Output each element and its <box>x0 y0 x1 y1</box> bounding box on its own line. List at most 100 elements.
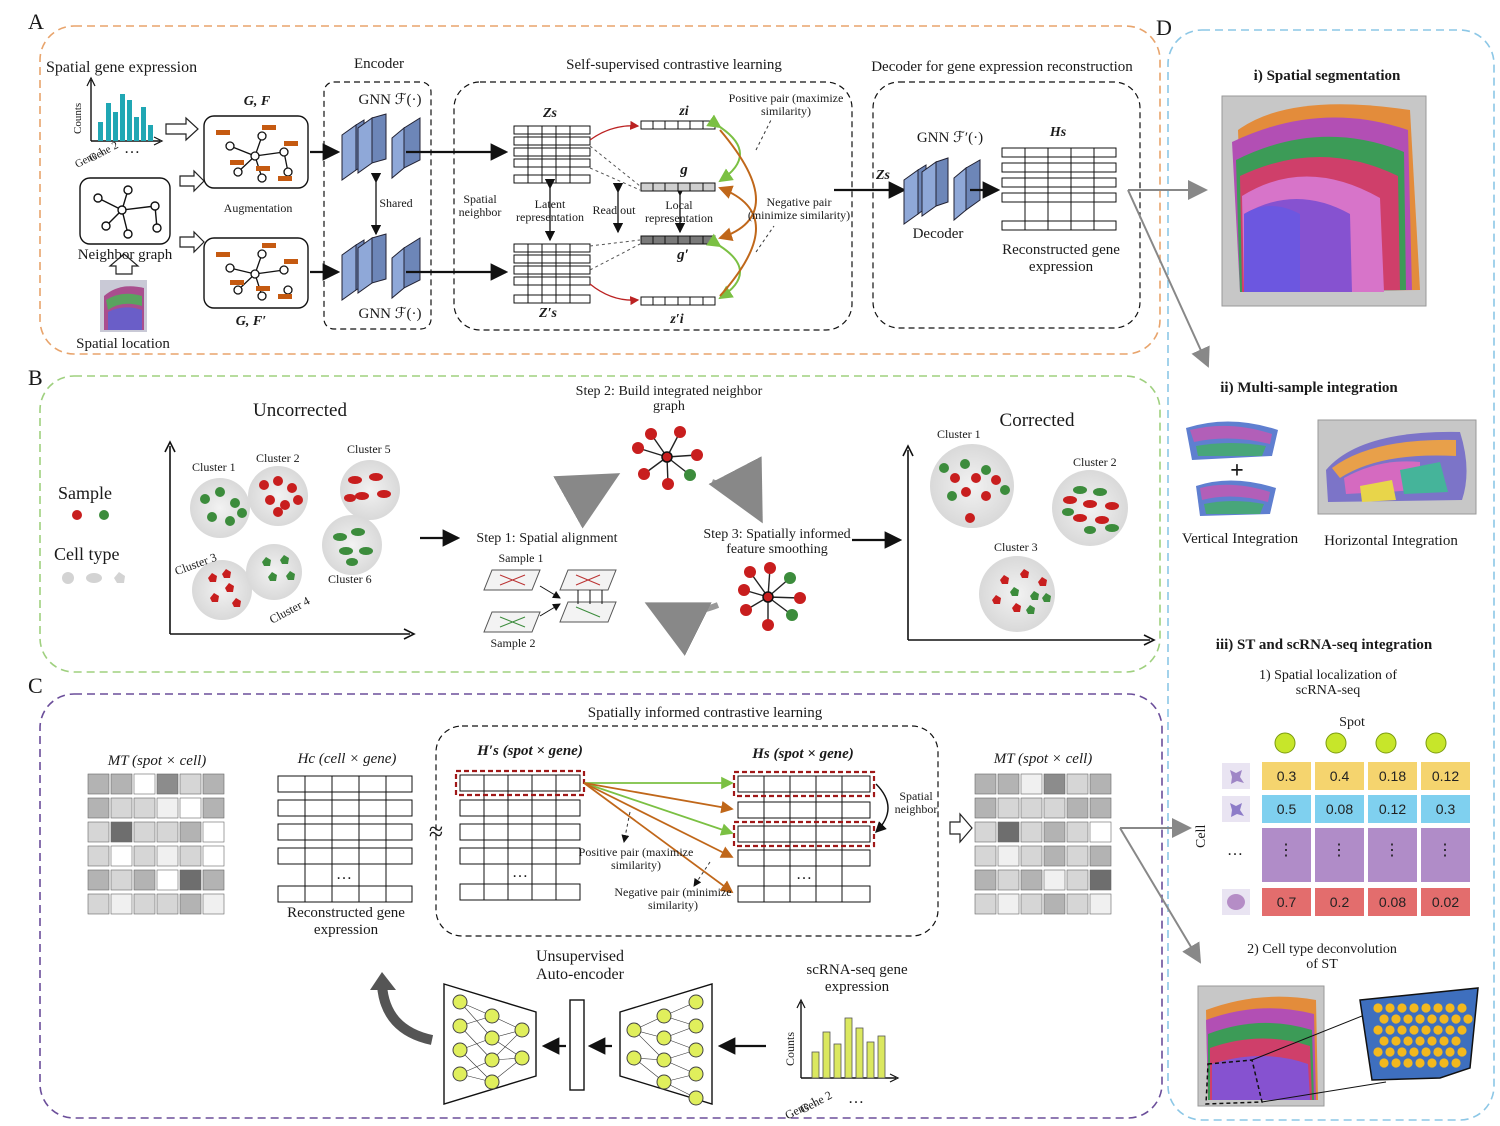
matrix-cell-r3c2: 0.2 <box>1329 894 1350 910</box>
zs-label: Zs <box>543 106 557 121</box>
cluster-label-u6: Cluster 6 <box>328 572 372 586</box>
hs-matrix <box>1001 147 1117 231</box>
segmentation-title: i) Spatial segmentation <box>1253 68 1401 84</box>
positive-pair-label-c: Positive pair (maximize similarity) <box>578 845 694 873</box>
g-label: g <box>680 162 688 178</box>
mt-matrix-right <box>974 773 1112 915</box>
spatial-neighbor-label-a: Spatial neighbor <box>458 192 502 220</box>
gene-ellipsis-c: … <box>848 1090 864 1107</box>
matrix-cell-r2c3: 0.12 <box>1378 801 1407 817</box>
sample1-label: Sample 1 <box>498 551 544 565</box>
multi-sample-title: ii) Multi-sample integration <box>1220 380 1398 396</box>
matrix-cell-r1c2: 0.4 <box>1329 768 1350 784</box>
matrix-dots-3: ⋮ <box>1384 842 1400 859</box>
reconstructed-label-c: Reconstructed gene expression <box>287 905 405 938</box>
matrix-cell-r2c1: 0.5 <box>1276 801 1297 817</box>
reconstructed-label-a: Reconstructed gene expression <box>1002 242 1120 275</box>
g-prime-label: g′ <box>677 247 689 263</box>
matrix-cell-r1c3: 0.18 <box>1378 768 1407 784</box>
sample-legend-label: Sample <box>58 483 112 503</box>
gnn-bottom-label: GNN ℱ(·) <box>358 306 422 322</box>
zi-label: zi <box>679 104 689 119</box>
mt-right-label: MT (spot × cell) <box>993 751 1093 767</box>
zs-prime-label: Z′s <box>539 306 557 321</box>
plus-symbol: + <box>1230 458 1244 484</box>
hs-prime-ellipsis: … <box>512 864 528 881</box>
latent-representation-label: Latent representation <box>516 197 584 225</box>
feature-smoothing-graph <box>738 562 806 631</box>
graph-gf-prime <box>203 237 309 309</box>
step1-label: Step 1: Spatial alignment <box>476 531 618 546</box>
mt-left-label: MT (spot × cell) <box>107 753 207 769</box>
cluster-label-u1: Cluster 1 <box>192 460 236 474</box>
cell-icons <box>1222 763 1250 915</box>
negative-pair-label-c: Negative pair (minimize similarity) <box>614 885 732 913</box>
panel-letter-a: A <box>28 9 44 34</box>
mt-matrix-left <box>87 773 225 915</box>
decoder-title: Decoder for gene expression reconstructi… <box>871 59 1133 75</box>
matrix-cell-r3c1: 0.7 <box>1276 894 1297 910</box>
cluster-blobs-right <box>930 444 1128 632</box>
hs-prime-matrix-c <box>454 769 586 901</box>
local-representation-label: Local representation <box>645 198 713 226</box>
encoder-label: Encoder <box>354 56 404 72</box>
hs-label-c: Hs (spot × gene) <box>752 746 854 762</box>
shared-label: Shared <box>379 196 413 210</box>
cluster-label-c1: Cluster 1 <box>937 427 981 441</box>
gene-expression-histogram <box>86 76 164 146</box>
vertical-integration-image <box>1186 421 1278 516</box>
gene-ellipsis: … <box>124 140 140 157</box>
cell-axis-label: Cell <box>1194 824 1209 848</box>
hs-label-a: Hs <box>1049 125 1067 140</box>
scrna-label: scRNA-seq gene expression <box>806 962 908 995</box>
cluster-blobs-left <box>190 460 400 620</box>
ssl-title: Self-supervised contrastive learning <box>566 57 782 73</box>
scrna-histogram <box>796 998 900 1083</box>
encoder-layers-top <box>341 113 421 181</box>
matrix-dots-2: ⋮ <box>1331 842 1347 859</box>
matrix-cell-r2c2: 0.08 <box>1325 801 1354 817</box>
spatial-location-label: Spatial location <box>76 336 170 352</box>
vertical-integration-label: Vertical Integration <box>1181 531 1299 547</box>
localization-label: 1) Spatial localization of scRNA-seq <box>1258 668 1397 699</box>
st-integration-title: iii) ST and scRNA-seq integration <box>1215 637 1433 653</box>
gnn-top-label: GNN ℱ(·) <box>358 92 422 108</box>
horizontal-integration-image <box>1317 419 1477 515</box>
cluster-label-u2: Cluster 2 <box>256 451 300 465</box>
step3-label: Step 3: Spatially informed feature smoot… <box>703 527 851 558</box>
deconvolution-image <box>1197 985 1479 1107</box>
ssl-box <box>453 81 853 331</box>
cluster-label-c2: Cluster 2 <box>1073 455 1117 469</box>
localization-matrix <box>1262 762 1470 916</box>
readout-label: Read out <box>592 203 636 217</box>
matrix-dots-4: ⋮ <box>1437 842 1453 859</box>
hc-matrix <box>277 775 413 903</box>
corrected-axes <box>902 444 1156 646</box>
neighbor-graph-box <box>79 177 171 245</box>
zi-prime-label: z′i <box>670 312 684 327</box>
spatial-neighbor-label-c: Spatial neighbor <box>894 789 938 817</box>
integrated-neighbor-graph <box>632 426 703 490</box>
zs-decoder-label: Zs <box>876 168 890 183</box>
cell-type-legend-label: Cell type <box>54 544 120 564</box>
decoder-label: Decoder <box>912 226 964 242</box>
panel-d-border <box>1167 29 1495 1121</box>
autoencoder-label: Unsupervised Auto-encoder <box>536 948 624 983</box>
spatial-alignment-sketch <box>483 569 617 633</box>
hs-ellipsis: … <box>796 866 812 883</box>
matrix-cell-r3c4: 0.02 <box>1431 894 1460 910</box>
counts-label-c: Counts <box>783 1031 797 1066</box>
hc-label: Hc (cell × gene) <box>297 751 397 767</box>
matrix-cell-r1c4: 0.12 <box>1431 768 1460 784</box>
panel-letter-c: C <box>28 673 43 698</box>
positive-pair-label-a: Positive pair (maximize similarity) <box>728 91 844 119</box>
spatial-location-image <box>100 280 147 332</box>
encoder-layers-bottom <box>341 233 421 301</box>
matrix-cell-r3c3: 0.08 <box>1378 894 1407 910</box>
zs-matrix <box>513 125 591 184</box>
sicl-box <box>435 725 939 937</box>
matrix-cell-r2c4: 0.3 <box>1435 801 1456 817</box>
encoder-box <box>323 81 432 330</box>
augmentation-label: Augmentation <box>223 201 293 215</box>
